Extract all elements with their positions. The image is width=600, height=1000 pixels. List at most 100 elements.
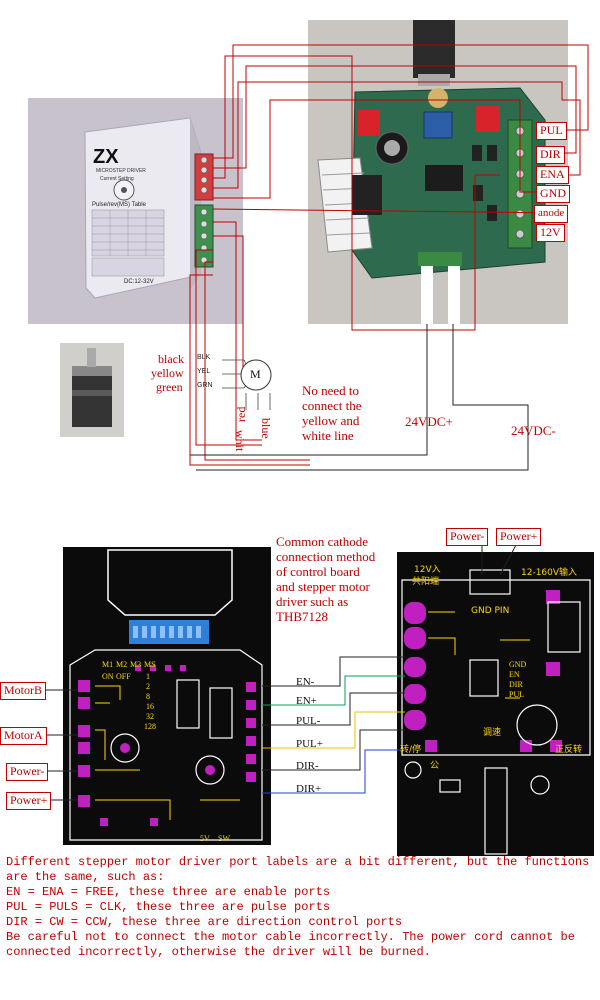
bottom-note-line-2: are the same, such as: (6, 870, 165, 884)
driver-table-grid (92, 210, 164, 256)
wire-dir-minus (262, 729, 405, 771)
wire-label-en-minus: EN- (296, 676, 315, 688)
right-power-plus-label: Power+ (496, 528, 542, 546)
trim-pot-knob (428, 88, 448, 108)
red-switch-right (476, 106, 500, 132)
motor-face (72, 366, 112, 376)
common-note-line-2: connection method (276, 549, 376, 564)
common-note-line-6: THB7128 (276, 609, 328, 624)
jumper-2 (487, 145, 497, 161)
left-pcb-text-2: 2 (146, 682, 150, 691)
driver-model: MICROSTEP DRIVER (96, 168, 146, 174)
capacitor-top (384, 140, 400, 156)
common-note-line-4: and stepper motor (276, 579, 370, 594)
left-pcb-text-m3: M3 (130, 660, 142, 669)
right-power-minus-label: Power- (446, 528, 489, 546)
common-note-line-3: of control board (276, 564, 360, 579)
wire-label-dir-minus: DIR- (296, 760, 319, 772)
right-pcb-text-pul: PUL (509, 690, 525, 699)
right-pcb-text-common: 公 (430, 761, 440, 771)
left-power-minus-label: Power- (6, 763, 49, 781)
right-pcb-text-speed: 调速 (483, 728, 502, 738)
bottom-note-line-1: Different stepper motor driver port labe… (6, 855, 590, 869)
top-note-line-2: connect the (302, 398, 362, 413)
left-pcb-text-off: OFF (116, 672, 131, 681)
bottom-note-line-7: connected incorrectly, otherwise the dri… (6, 945, 431, 959)
bottom-note: Different stepper motor driver port labe… (6, 855, 596, 960)
jumper-1 (472, 145, 482, 161)
wire-en-plus (262, 675, 405, 706)
right-pcb-text-en: EN (509, 670, 520, 679)
supply-wires (190, 324, 529, 471)
driver-voltage: DC:12-32V (124, 279, 154, 285)
motor-symbol-label: M (250, 367, 261, 381)
wire-color-red: red (234, 406, 248, 422)
right-pcb-text-gnd-pin: GND PIN (471, 606, 510, 616)
wire-label-en-plus: EN+ (296, 695, 317, 707)
power-plus-line-right (499, 544, 517, 576)
wire-label-dir-plus: DIR+ (296, 783, 322, 795)
potentiometer-shaft (413, 20, 455, 78)
wire-pul-minus (262, 692, 405, 726)
wire-pul-plus (262, 711, 405, 749)
bottom-note-line-3: EN = ENA = FREE, these three are enable … (6, 885, 331, 899)
left-pcb-text-5v: 5V (200, 834, 210, 843)
left-pcb-traces (95, 685, 240, 820)
driver-current-setting: Current Setting (100, 176, 134, 182)
left-pcb-text-8: 8 (146, 692, 150, 701)
driver-table-title: Pulse/rev(MS) Table (92, 202, 146, 208)
right-pcb-traces (428, 611, 530, 699)
supply-minus-label: 24VDC- (511, 423, 556, 438)
bottom-note-line-5: DIR = CW = CCW, these three are directio… (6, 915, 403, 929)
left-pcb-text-16: 16 (146, 702, 154, 711)
wire-color-white: whit (233, 430, 247, 452)
wire-label-pul-plus: PUL+ (296, 738, 323, 750)
port-label-dir: DIR (536, 146, 565, 164)
left-pcb-outline (69, 649, 263, 841)
port-label-gnd: GND (536, 185, 570, 203)
right-pcb-screw-terminals (404, 590, 562, 752)
motor-body (72, 375, 112, 427)
motor-b-label: MotorB (0, 682, 47, 700)
transistor (352, 175, 382, 215)
left-pcb-text-sw: SW (218, 834, 230, 843)
left-pcb (63, 547, 271, 845)
wire-dir-plus (262, 749, 405, 794)
right-pcb-text-input: 12-160V输入 (521, 568, 578, 578)
right-pcb (397, 552, 594, 856)
motor-a-label: MotorA (0, 727, 47, 745)
left-power-plus-label: Power+ (6, 792, 52, 810)
jumper-4 (487, 205, 497, 221)
bottom-note-line-4: PUL = PULS = CLK, these three are pulse … (6, 900, 331, 914)
right-pcb-parts (404, 569, 581, 855)
port-label-12v: 12V (536, 224, 565, 242)
left-pcb-text-1: 1 (146, 672, 150, 681)
supply-plus-label: 24VDC+ (405, 414, 453, 429)
wire-color-black: black (158, 352, 184, 366)
driver-brand: ZX (93, 146, 119, 168)
common-note-line-5: driver such as (276, 594, 349, 609)
left-pcb-chip-outline (107, 549, 233, 616)
top-note-line-3: yellow and (302, 413, 360, 428)
driver-terminal-screws (200, 156, 208, 264)
left-pcb-text-128: 128 (144, 722, 156, 731)
ic-chip (425, 165, 463, 191)
bottom-note-line-6: Be careful not to connect the motor cabl… (6, 930, 575, 944)
wire-color-yellow: yellow (151, 366, 184, 380)
right-pcb-text-run-stop: 转/停 (400, 745, 422, 755)
jumper-3 (473, 185, 483, 201)
left-pcb-capacitors (110, 679, 233, 785)
left-pcb-text-on: ON (102, 672, 114, 681)
driver-table-2 (91, 257, 165, 277)
wire-color-blue: blue (259, 418, 273, 439)
power-connector (418, 252, 462, 266)
common-note-line-1: Common cathode (276, 534, 369, 549)
right-pcb-text-dir: DIR (509, 680, 523, 689)
left-pcb-text-m1: M1 (102, 660, 114, 669)
port-label-ena: ENA (536, 166, 569, 184)
right-pcb-outline (401, 579, 591, 756)
right-pcb-text-12v-in: 12V入 (414, 565, 441, 575)
dip-switch-keys (133, 626, 201, 638)
top-note-line-4: white line (302, 428, 354, 443)
left-pcb-text-32: 32 (146, 712, 154, 721)
